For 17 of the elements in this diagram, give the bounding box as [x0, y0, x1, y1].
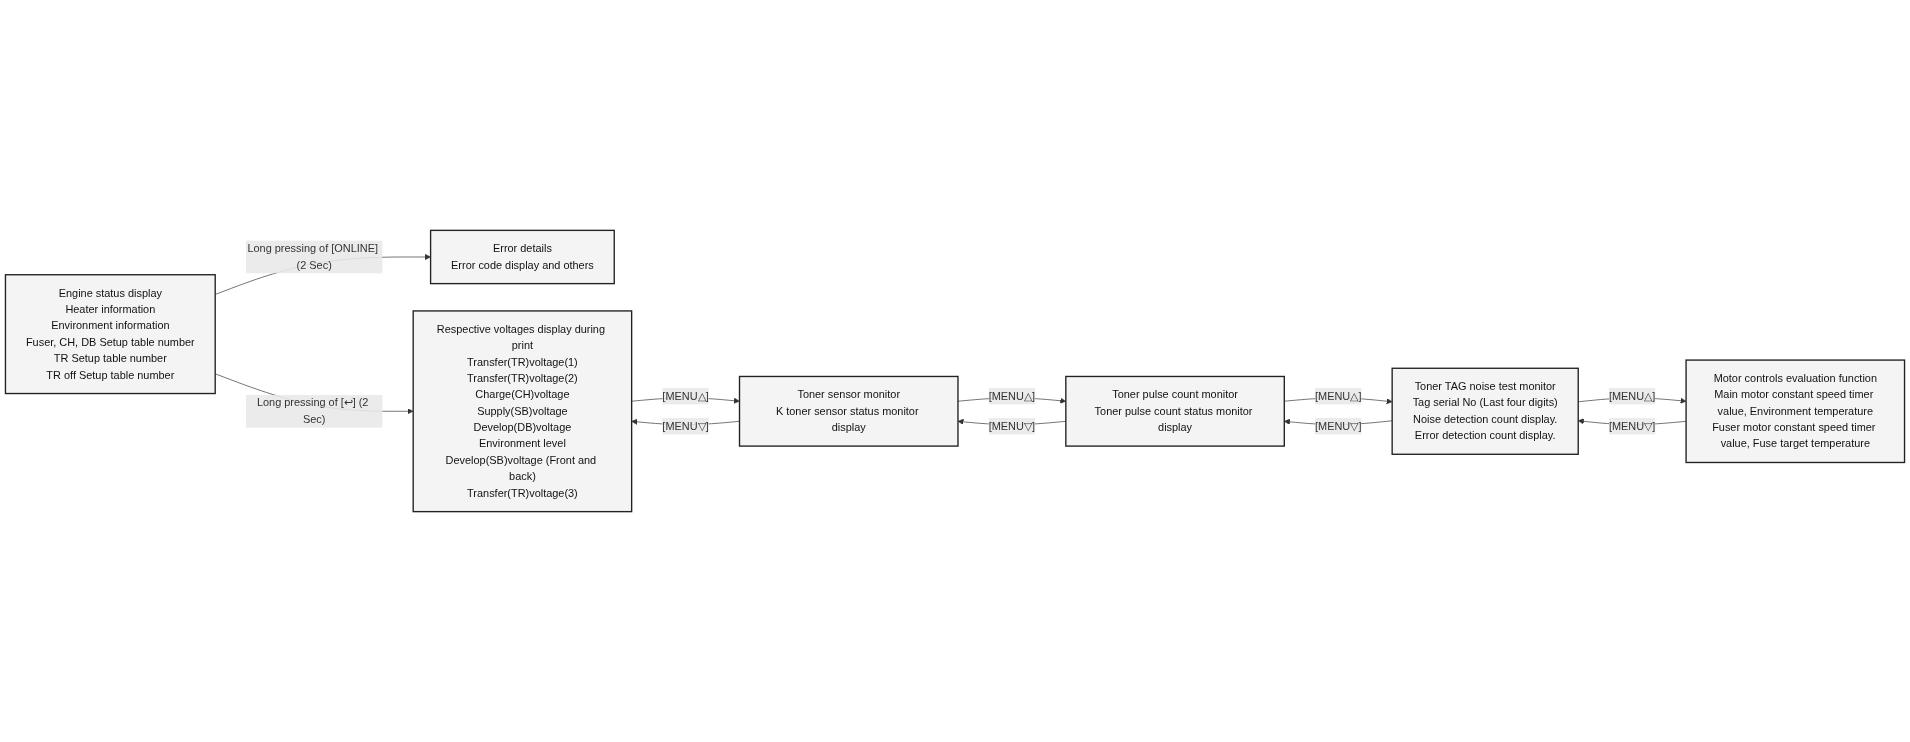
node-box: Toner TAG noise test monitor Tag serial No (Last four digits) Noise detection count display. Error detection count display.: [1391, 367, 1579, 455]
edge-label: [MENU▽]: [988, 420, 1036, 432]
node-box: Toner pulse count monitor Toner pulse count status monitor display: [1065, 375, 1285, 447]
node-box: Engine status display Heater information Environment information Fuser, CH, DB Setup table number TR Setup table number TR off Setup table number: [4, 274, 216, 395]
edge-label: [MENU▽]: [1608, 420, 1656, 432]
node-box: Error details Error code display and others: [429, 229, 615, 285]
edge-label: [MENU△]: [1608, 390, 1656, 402]
edge-label: Long pressing of [ONLINE] (2 Sec): [247, 242, 378, 271]
edge-label: [MENU△]: [988, 390, 1036, 402]
edge-label: [MENU△]: [662, 390, 709, 402]
edge-label: Long pressing of [↩] (2 Sec): [256, 396, 369, 425]
edge-label: [MENU▽]: [662, 420, 709, 432]
node-box: Respective voltages display during print Transfer(TR)voltage(1) Transfer(TR)voltage(2) Charge(CH)voltage Supply(SB)voltage Develop(DB)voltage Environment level Develop(SB)voltage (Front and back) Transfer(TR)voltage(3): [412, 310, 633, 513]
node-box: Motor controls evaluation function Main motor constant speed timer value, Environment temperature Fuser motor constant speed timer value, Fuse target temperature: [1685, 359, 1906, 464]
edge-label: [MENU△]: [1315, 390, 1362, 402]
edge-label: [MENU▽]: [1315, 420, 1362, 432]
node-box: Toner sensor monitor K toner sensor status monitor display: [738, 375, 959, 447]
